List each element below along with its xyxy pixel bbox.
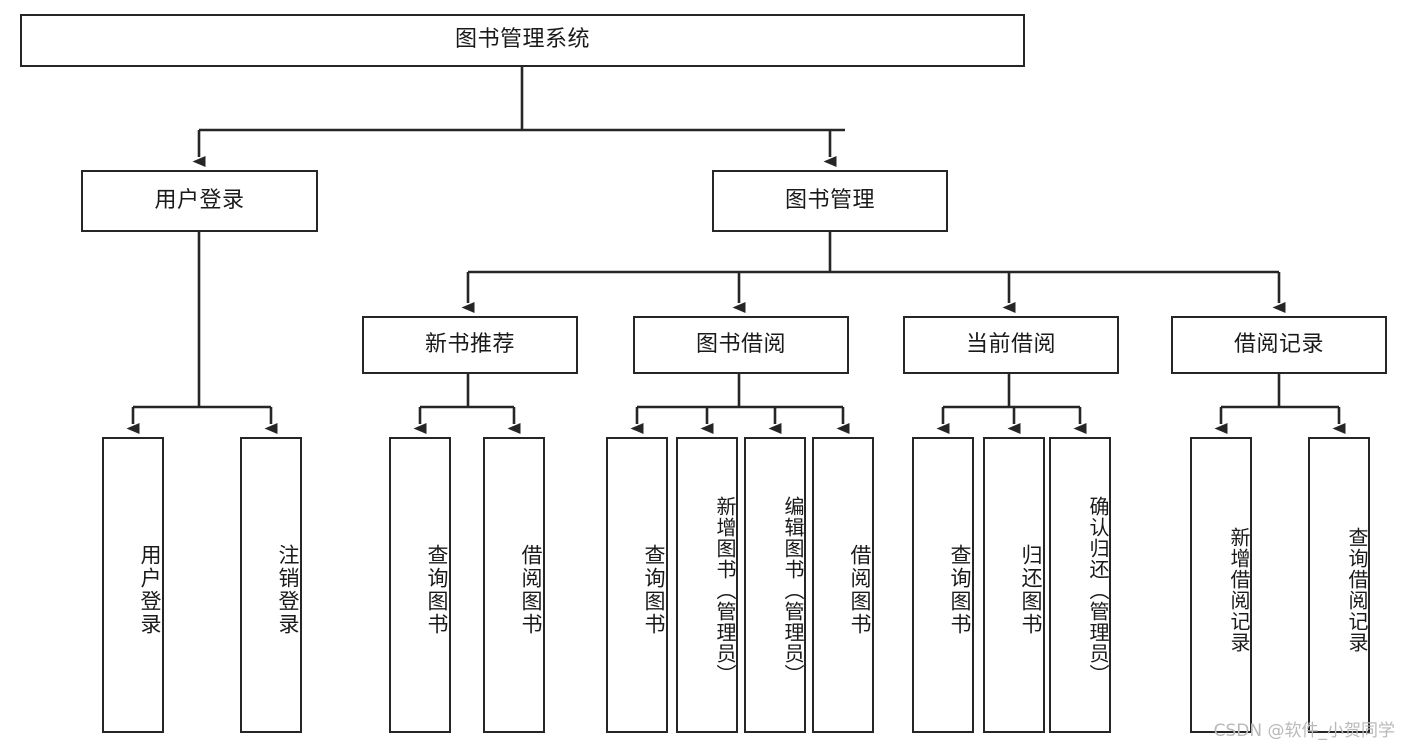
node-leaf-query-book-recommend[interactable]: 查询图书 (389, 437, 451, 733)
node-leaf-query-book-borrow[interactable]: 查询图书 (606, 437, 668, 733)
node-leaf-add-book[interactable]: 新增图书（管理员） (676, 437, 738, 733)
node-leaf-query-borrow-record[interactable]: 查询借阅记录 (1308, 437, 1370, 733)
node-leaf-edit-book[interactable]: 编辑图书（管理员） (744, 437, 806, 733)
node-book-management[interactable]: 图书管理 (712, 170, 948, 232)
node-leaf-confirm-return[interactable]: 确认归还（管理员） (1049, 437, 1111, 733)
edges-book-management-to-level3 (461, 232, 1286, 313)
node-borrow-records[interactable]: 借阅记录 (1171, 316, 1387, 374)
node-leaf-user-login[interactable]: 用户登录 (102, 437, 164, 733)
node-book-borrow[interactable]: 图书借阅 (633, 316, 849, 374)
node-new-book-recommend[interactable]: 新书推荐 (362, 316, 578, 374)
node-leaf-add-borrow-record[interactable]: 新增借阅记录 (1190, 437, 1252, 733)
csdn-watermark: CSDN @软件_小贺同学 (1213, 721, 1395, 741)
node-leaf-logout[interactable]: 注销登录 (240, 437, 302, 733)
node-root[interactable]: 图书管理系统 (20, 14, 1025, 67)
edges-book-borrow-to-leaves (630, 374, 850, 434)
node-user-login[interactable]: 用户登录 (81, 170, 318, 232)
node-leaf-return-book[interactable]: 归还图书 (983, 437, 1045, 733)
node-leaf-borrow-book-recommend[interactable]: 借阅图书 (483, 437, 545, 733)
node-leaf-query-book-current[interactable]: 查询图书 (912, 437, 974, 733)
edges-borrow-records-to-leaves (1214, 374, 1346, 434)
edges-user-login-to-leaves (126, 232, 278, 434)
node-current-borrow[interactable]: 当前借阅 (903, 316, 1119, 374)
node-leaf-borrow-book[interactable]: 借阅图书 (812, 437, 874, 733)
edges-new-book-recommend-to-leaves (413, 374, 521, 434)
edges-current-borrow-to-leaves (936, 374, 1087, 434)
edges-root-to-level2 (192, 67, 845, 167)
